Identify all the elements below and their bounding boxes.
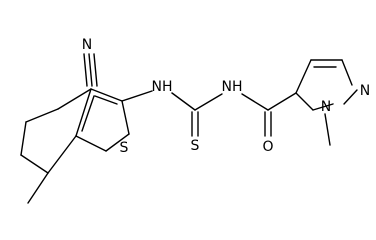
amide-bonds: [241, 92, 297, 137]
cyclohexene-ring-bonds: [20, 88, 95, 174]
thiourea-bonds: [171, 92, 223, 137]
atom-nh-left: NH: [152, 79, 173, 95]
atom-nh-right: NH: [222, 79, 243, 95]
atom-thione-s: S: [191, 138, 200, 154]
atom-nitrile-n: N: [82, 37, 92, 53]
thiophene-ring-bonds: [75, 88, 130, 152]
atom-carbonyl-o: O: [262, 139, 273, 155]
atom-pyrazole-n2: N: [360, 83, 370, 99]
atom-pyrazole-n1: N: [321, 99, 331, 115]
ring-methyl-bond: [27, 172, 49, 204]
atom-ring-s: S: [120, 140, 129, 156]
nitrile-triple-bond: [83, 53, 98, 87]
pyrazole-methyl-bond: [324, 113, 331, 146]
pyrazole-ring-bonds: [295, 59, 358, 111]
molecule-drawing: N S NH NH S O N N: [20, 37, 370, 204]
structure-canvas: N S NH NH S O N N: [20, 37, 370, 204]
c2-nh-bond: [121, 90, 153, 102]
